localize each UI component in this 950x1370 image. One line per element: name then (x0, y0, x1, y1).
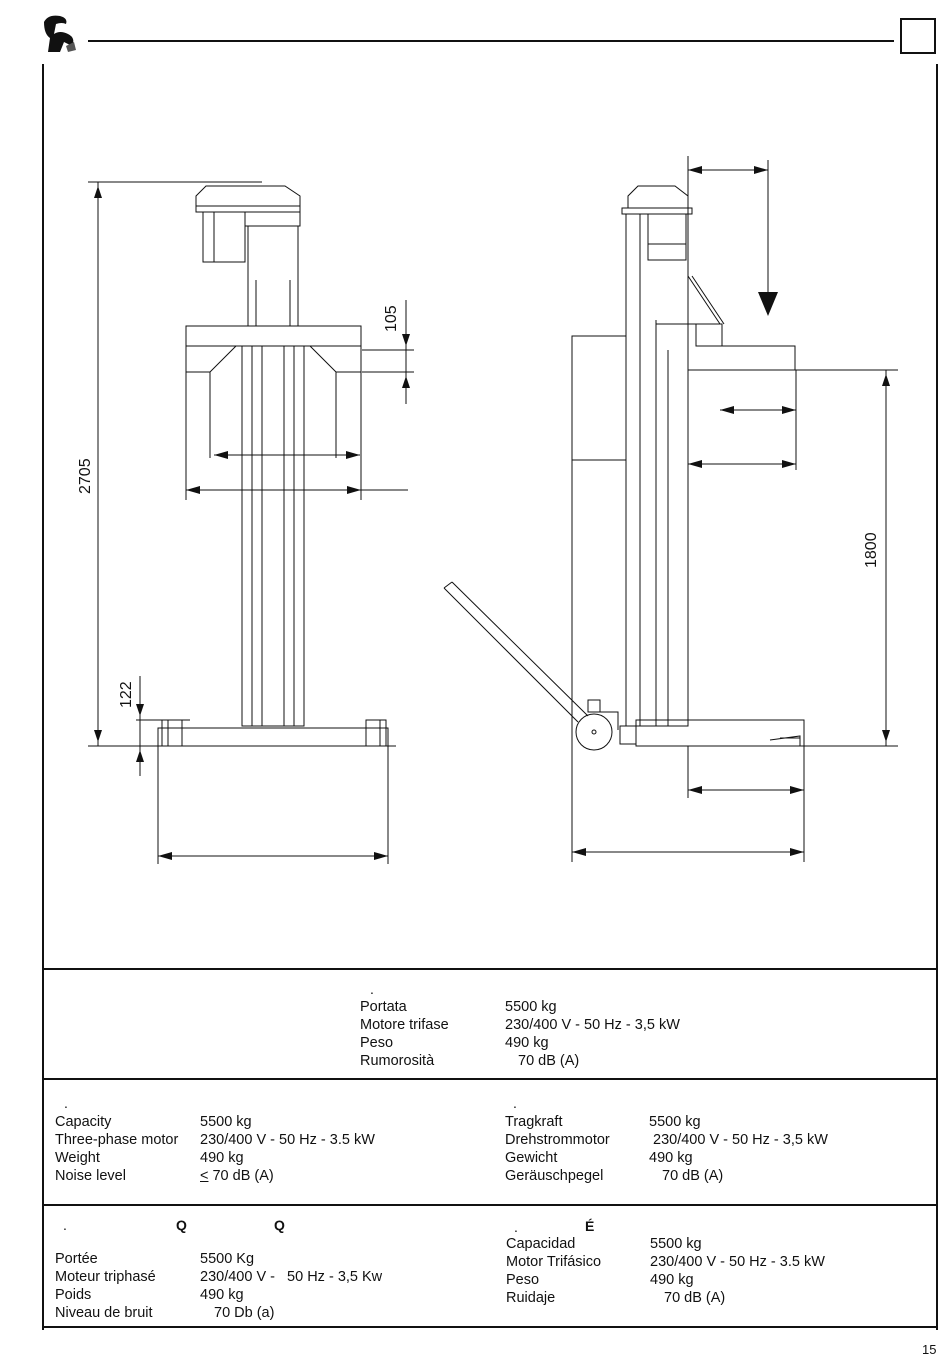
spec-value: 490 kg (649, 1150, 693, 1166)
spec-value: 70 Db (a) (214, 1305, 275, 1321)
frame-right-border (936, 64, 938, 1330)
less-or-equal-sign: < (200, 1168, 209, 1184)
spec-label: Portée (55, 1251, 98, 1267)
spec-label: Motore trifase (360, 1017, 449, 1033)
spec-value-text: 70 dB (A) (208, 1168, 274, 1184)
spec-value: 70 dB (A) (662, 1168, 724, 1184)
spec-label: Motor Trifásico (506, 1254, 602, 1270)
spec-value: 230/400 V - 50 Hz - 3.5 kW (650, 1254, 825, 1270)
dim-total-height: 2705 (77, 458, 94, 494)
spec-value: 5500 kg (200, 1114, 252, 1130)
table-rule-top (42, 968, 938, 970)
heading-mark: . (514, 1219, 518, 1235)
spec-label: Three-phase motor (55, 1132, 179, 1148)
heading-glyph: É (585, 1218, 595, 1234)
spec-label: Geräuschpegel (505, 1168, 604, 1184)
spec-value: 490 kg (650, 1272, 694, 1288)
spec-value: 5500 kg (505, 999, 557, 1015)
spec-value: 230/400 V - 50 Hz - 3,5 kW (505, 1017, 680, 1033)
spec-label: Moteur triphasé (55, 1269, 156, 1285)
spec-value: 230/400 V - 50 Hz - 3,5 kW (653, 1132, 828, 1148)
spec-label: Ruidaje (506, 1290, 556, 1306)
spec-value: 490 kg (505, 1035, 549, 1051)
heading-glyph: Q (176, 1217, 187, 1233)
spec-label: Capacidad (506, 1236, 576, 1252)
table-rule-1 (42, 1078, 938, 1080)
heading-mark: . (513, 1095, 517, 1111)
spec-value: 230/400 V - 50 Hz - 3.5 kW (200, 1132, 375, 1148)
spec-label: Rumorosità (360, 1053, 435, 1069)
spec-label: Niveau de bruit (55, 1305, 153, 1321)
table-rule-2 (42, 1204, 938, 1206)
spec-value: 5500 Kg (200, 1251, 255, 1267)
spec-label: Peso (506, 1272, 540, 1288)
brand-logo-icon (38, 12, 82, 56)
spec-label: Weight (55, 1150, 100, 1166)
spec-value: 490 kg (200, 1150, 244, 1166)
spec-label: Drehstrommotor (505, 1132, 610, 1148)
heading-mark: . (63, 1217, 67, 1233)
header-rule (88, 40, 894, 42)
heading-mark: . (64, 1095, 68, 1111)
spec-label: Capacity (55, 1114, 112, 1130)
heading-glyph: Q (274, 1217, 285, 1233)
technical-drawing: 2705 105 122 1800 (77, 156, 898, 864)
page-number: 15 (922, 1342, 937, 1357)
spec-label: Gewicht (505, 1150, 558, 1166)
spec-value: 70 dB (A) (518, 1053, 580, 1069)
dim-base-height: 122 (118, 681, 135, 708)
spec-value: 230/400 V - 50 Hz - 3,5 Kw (200, 1269, 383, 1285)
spec-label: Peso (360, 1035, 394, 1051)
spec-label: Poids (55, 1287, 92, 1303)
header-corner-box (900, 18, 936, 54)
spec-value: 70 dB (A) (664, 1290, 726, 1306)
dim-arm-offset: 105 (383, 305, 400, 332)
heading-mark: . (370, 981, 374, 997)
spec-label: Portata (360, 999, 407, 1015)
spec-value: 490 kg (200, 1287, 244, 1303)
spec-label: Noise level (55, 1168, 126, 1184)
spec-value: < 70 dB (A) (200, 1167, 274, 1185)
dim-lift-height: 1800 (863, 532, 880, 568)
frame-left-border (42, 64, 44, 1330)
spec-value: 5500 kg (650, 1236, 702, 1252)
table-rule-bottom (42, 1326, 938, 1328)
spec-value: 5500 kg (649, 1114, 701, 1130)
spec-label: Tragkraft (505, 1114, 563, 1130)
